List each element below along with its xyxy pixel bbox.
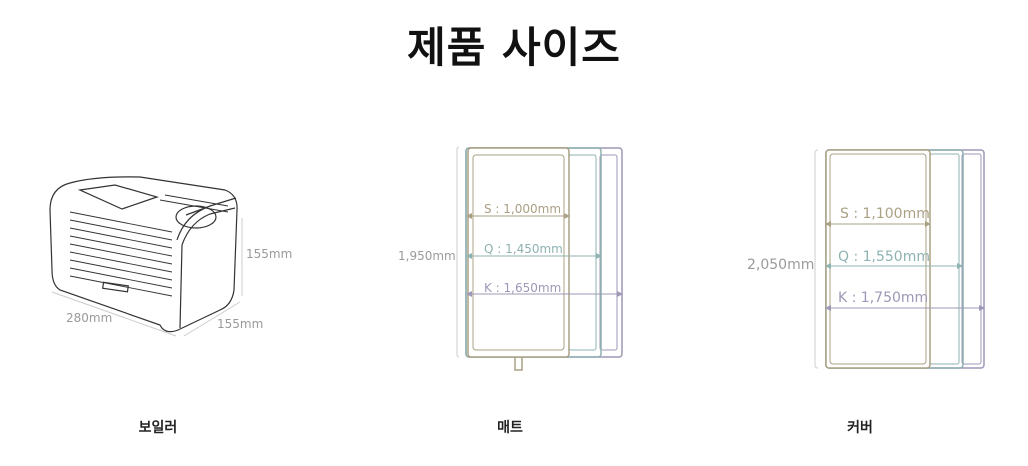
cover-size-q: Q : 1,550mm <box>838 249 930 265</box>
mat-length: 1,950mm <box>398 249 456 263</box>
boiler-height: 155mm <box>246 247 292 261</box>
mat-size-k: K : 1,650mm <box>484 281 561 295</box>
boiler-depth: 155mm <box>217 317 263 331</box>
caption-mat: 매트 <box>497 420 523 436</box>
caption-boiler: 보일러 <box>138 420 178 436</box>
boiler-width: 280mm <box>66 311 112 325</box>
boiler-drawing <box>49 176 238 333</box>
cover-drawing <box>814 149 985 369</box>
mat-size-s: S : 1,000mm <box>484 202 561 216</box>
mat-size-q: Q : 1,450mm <box>484 242 563 256</box>
cover-size-k: K : 1,750mm <box>838 290 928 306</box>
cover-length: 2,050mm <box>747 257 814 273</box>
boiler-dimension-lines <box>51 218 243 337</box>
cover-size-s: S : 1,100mm <box>840 206 930 222</box>
page-title: 제품 사이즈 <box>407 23 621 72</box>
caption-cover: 커버 <box>847 420 873 436</box>
mat-drawing <box>456 146 623 371</box>
